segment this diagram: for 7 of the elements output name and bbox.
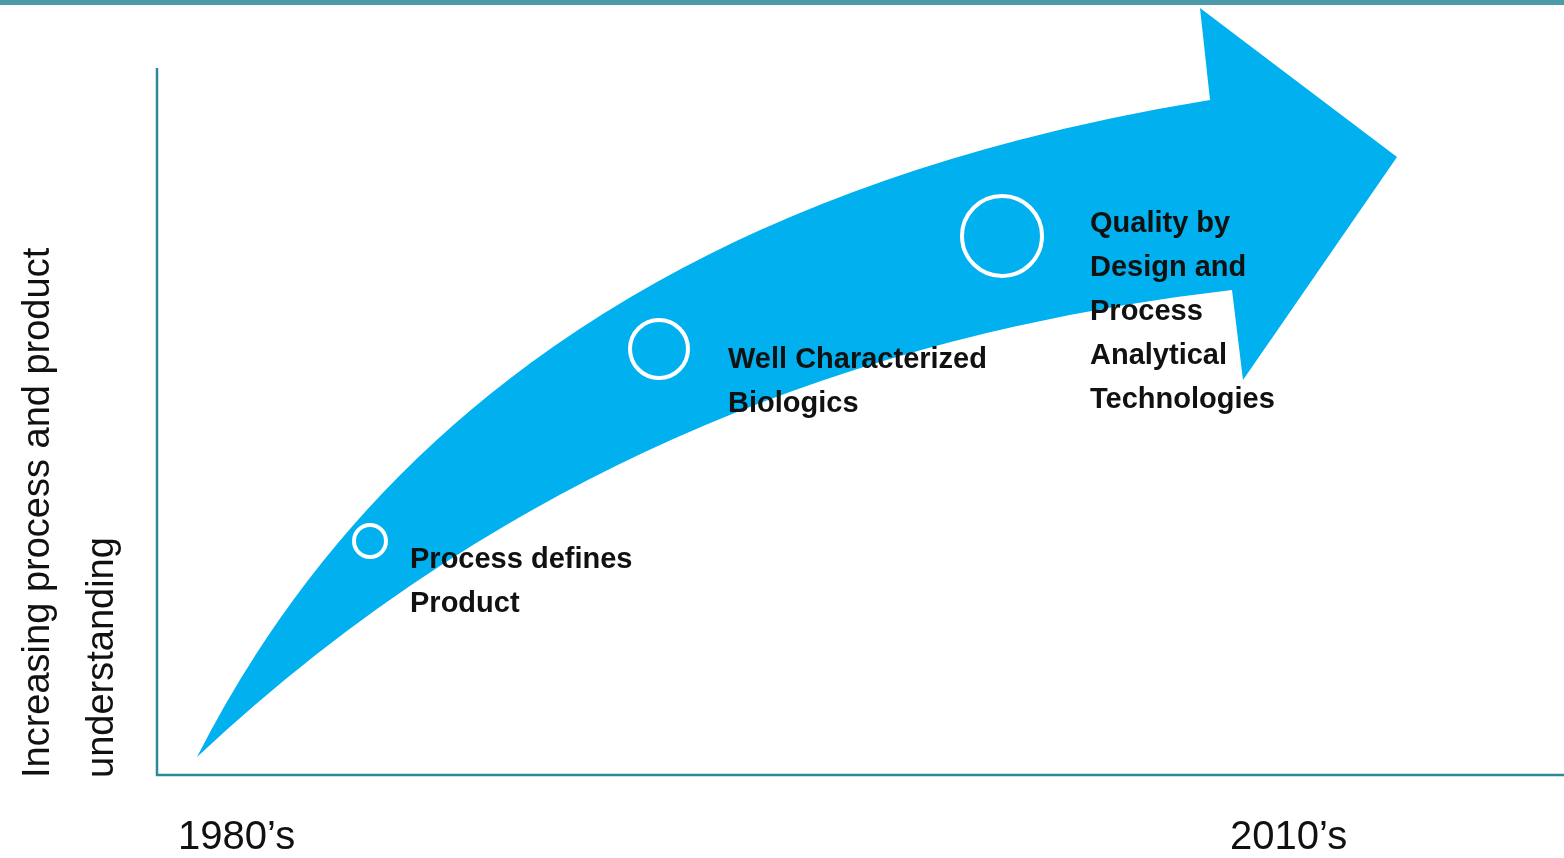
milestone-circle [352, 523, 388, 559]
milestone-circle [960, 194, 1044, 278]
milestone-circle [628, 318, 690, 380]
axis-title: Increasing process and product understanding [14, 246, 122, 778]
axis-tick-label: 2010’s [1230, 812, 1348, 858]
axis-tick-label: 1980’s [178, 812, 296, 858]
milestone-label: Quality by Design and Process Analytical Technologies [1090, 205, 1276, 416]
